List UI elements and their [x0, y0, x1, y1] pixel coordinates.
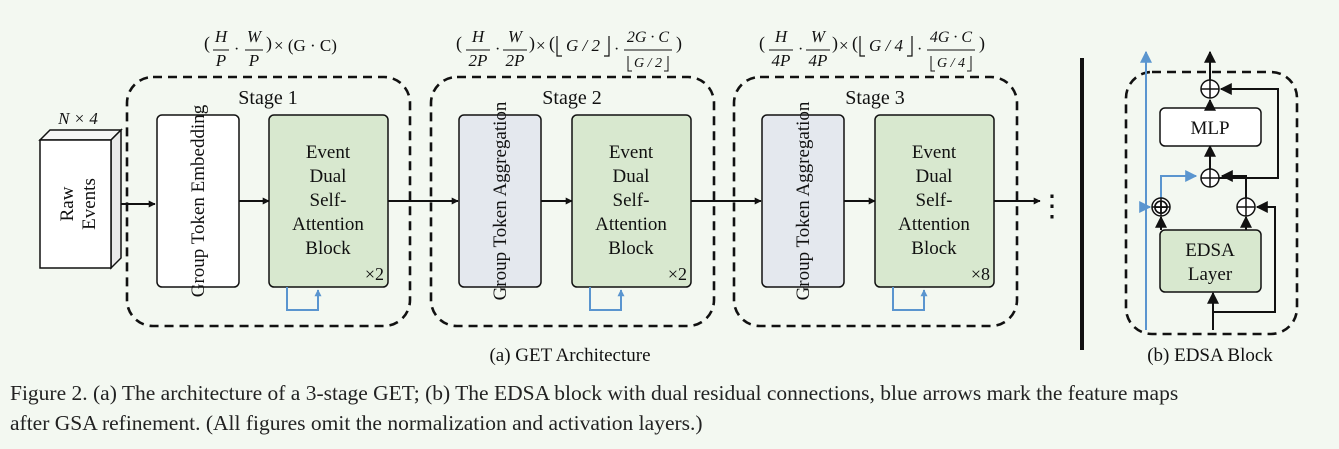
get-architecture-diagram: N × 4 Raw Events ( H P · W P ) × (G · C)…	[38, 27, 1299, 366]
svg-text:Attention: Attention	[595, 214, 667, 235]
svg-text:Attention: Attention	[898, 214, 970, 235]
svg-text:4P: 4P	[772, 51, 791, 70]
raw-events-input: N × 4 Raw Events	[38, 109, 123, 270]
stage-3-shape-formula: ( H 4P · W 4P ) × ( G / 4 · 4G · C G / 4…	[759, 27, 985, 72]
edsa-block-stage-3-label: Event Dual Self- Attention Block	[898, 142, 970, 259]
svg-text:4P: 4P	[809, 51, 828, 70]
svg-text:·: ·	[614, 41, 619, 58]
svg-text:·: ·	[917, 41, 922, 58]
edsa-block-detail: EDSA Layer ⊕ MLP (b) EDSA Block	[1124, 50, 1299, 366]
svg-text:·: ·	[495, 41, 500, 58]
edsa-layer-label-line1: EDSA	[1185, 240, 1235, 261]
svg-text:(: (	[204, 33, 210, 54]
svg-text:W: W	[811, 27, 827, 46]
svg-text:G / 2: G / 2	[566, 36, 601, 55]
svg-text:·: ·	[798, 41, 803, 58]
svg-text:H: H	[214, 27, 229, 46]
mlp-residual	[1219, 83, 1279, 179]
edsa-block-label: (b) EDSA Block	[1147, 345, 1273, 366]
right-plus-to-middle-plus	[1220, 170, 1247, 198]
svg-text:W: W	[508, 27, 524, 46]
svg-text:2G · C: 2G · C	[627, 29, 670, 46]
svg-text:W: W	[247, 27, 263, 46]
svg-text:Event: Event	[306, 142, 351, 163]
svg-text:(: (	[456, 33, 462, 54]
edsa-block-stage-2-label: Event Dual Self- Attention Block	[595, 142, 667, 259]
svg-text:): )	[979, 33, 985, 54]
repeat-count-stage-2: ×2	[668, 264, 687, 284]
svg-text:Self-: Self-	[310, 190, 347, 211]
repeat-count-stage-1: ×2	[365, 264, 384, 284]
stage-2-loop-arrow	[589, 287, 625, 311]
edsa-block-stage-1-label: Event Dual Self- Attention Block	[292, 142, 364, 259]
stage-2-title: Stage 2	[542, 87, 601, 109]
blue-to-middle-plus	[1160, 170, 1198, 199]
group-token-embedding-label: Group Token Embedding	[188, 104, 209, 297]
input-label-line1: Raw	[57, 186, 78, 221]
svg-text:): )	[529, 33, 535, 54]
input-label-line2: Events	[79, 178, 100, 230]
mlp-label: MLP	[1190, 118, 1229, 139]
svg-text:×: ×	[839, 36, 849, 55]
group-token-aggregation-label-stage-3: Group Token Aggregation	[793, 101, 814, 300]
stage-1-title: Stage 1	[238, 87, 297, 109]
stage-3-loop-arrow	[892, 287, 928, 311]
svg-text:Dual: Dual	[310, 166, 347, 187]
repeat-count-stage-3: ×8	[971, 264, 990, 284]
svg-text:2P: 2P	[469, 51, 488, 70]
svg-text:Self-: Self-	[916, 190, 953, 211]
svg-text:G / 4: G / 4	[869, 36, 904, 55]
svg-text:Block: Block	[911, 238, 957, 259]
svg-text:(: (	[759, 33, 765, 54]
svg-text:H: H	[774, 27, 789, 46]
figure-caption: Figure 2. (a) The architecture of a 3-st…	[10, 378, 1330, 438]
svg-text:·: ·	[234, 41, 239, 58]
svg-text:×: ×	[536, 36, 546, 55]
svg-text:Attention: Attention	[292, 214, 364, 235]
svg-text:P: P	[215, 51, 226, 70]
stage-2: ( H 2P · W 2P ) × ( G / 2 · 2G · C G / 2…	[429, 27, 716, 328]
svg-text:G / 4: G / 4	[937, 56, 965, 71]
edsa-layer-box	[1159, 229, 1262, 293]
input-dims-label: N × 4	[57, 109, 98, 128]
stage-3: ( H 4P · W 4P ) × ( G / 4 · 4G · C G / 4…	[732, 27, 1019, 328]
stage-2-shape-formula: ( H 2P · W 2P ) × ( G / 2 · 2G · C G / 2…	[456, 27, 682, 72]
stage-3-title: Stage 3	[845, 87, 904, 109]
svg-text:(: (	[549, 33, 555, 54]
svg-text:G / 2: G / 2	[634, 56, 662, 71]
continuation-ellipsis: ⋮	[1037, 190, 1067, 223]
svg-text:Dual: Dual	[613, 166, 650, 187]
black-residual-to-right-plus	[1213, 201, 1276, 313]
svg-text:): )	[676, 33, 682, 54]
svg-text:H: H	[471, 27, 486, 46]
svg-text:): )	[832, 33, 838, 54]
svg-text:Block: Block	[305, 238, 351, 259]
svg-text:P: P	[248, 51, 259, 70]
svg-text:(: (	[852, 33, 858, 54]
svg-text:Event: Event	[609, 142, 654, 163]
svg-text:2P: 2P	[506, 51, 525, 70]
svg-text:Dual: Dual	[916, 166, 953, 187]
edsa-layer-label-line2: Layer	[1188, 264, 1233, 285]
svg-text:Event: Event	[912, 142, 957, 163]
caption-line-2: after GSA refinement. (All figures omit …	[10, 411, 703, 435]
caption-line-1: Figure 2. (a) The architecture of a 3-st…	[10, 381, 1179, 405]
svg-text:Self-: Self-	[613, 190, 650, 211]
stage-1-shape-formula: ( H P · W P ) × (G · C)	[204, 27, 337, 70]
stage-1: ( H P · W P ) × (G · C) Stage 1 Group To…	[125, 27, 412, 328]
architecture-label: (a) GET Architecture	[489, 345, 650, 366]
group-token-aggregation-label-stage-2: Group Token Aggregation	[490, 101, 511, 300]
edsa-detail-frame	[1124, 70, 1299, 336]
stage-1-loop-arrow	[286, 287, 322, 311]
svg-text:4G · C: 4G · C	[930, 29, 973, 46]
svg-text:× (G · C): × (G · C)	[274, 36, 337, 55]
svg-text:Block: Block	[608, 238, 654, 259]
svg-text:): )	[266, 33, 272, 54]
